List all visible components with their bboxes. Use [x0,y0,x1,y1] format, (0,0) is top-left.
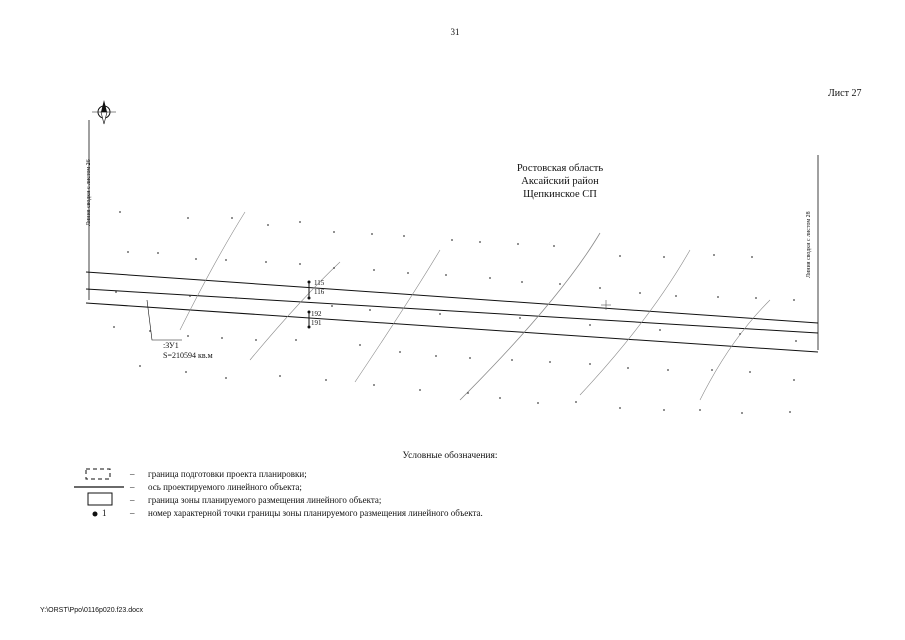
point-label-115: 115 [314,279,325,287]
legend-text: граница подготовки проекта планировки; [148,469,307,479]
legend-dash: – [130,482,135,492]
region-district: Аксайский район [521,176,599,187]
point-label-116: 116 [314,288,325,296]
legend-title: Условные обозначения: [402,451,498,461]
legend-dash: – [130,469,135,479]
legend-dash: – [130,508,135,518]
contour-line [354,249,441,383]
contour-line [179,211,246,331]
region-label: Ростовская область Аксайский район Щепки… [505,162,615,201]
legend-text: граница зоны планируемого размещения лин… [148,495,382,505]
legend-dash: – [130,495,135,505]
point-label-191: 191 [311,319,322,327]
cross-marker [601,300,611,310]
legend-item: 1 – номер характерной точки границы зоны… [70,508,670,522]
match-line-left-label: Линия сводки с листом 26 [86,159,92,226]
zone-boundary-top [85,271,819,324]
legend-solid-rect [87,492,113,506]
contour-line [579,249,691,396]
legend-dashed-rect [85,468,111,480]
legend-item: – ось проектируемого линейного объекта; [70,482,670,496]
legend-point-number: 1 [102,508,107,518]
footer-file-path: Y:\ORST\Ppo\0116p020.f23.docx [40,607,143,614]
parcel-area: S=210594 кв.м [163,351,213,360]
sheet-label: Лист 27 [828,88,862,99]
legend-item: – граница подготовки проекта планировки; [70,469,670,483]
legend-text: номер характерной точки границы зоны пла… [148,508,483,518]
legend-point-dot [92,511,98,517]
contour-line [249,261,341,361]
north-arrow-icon [92,100,116,125]
survey-points [113,211,797,414]
contour-line [699,299,771,401]
parcel-leader [146,299,182,341]
match-line-right-label: Линия сводки с листом 28 [806,211,812,278]
point-label-192: 192 [311,310,322,318]
contour-line [459,232,601,401]
parcel-id: :ЗУ1 [163,341,179,350]
legend-item: – граница зоны планируемого размещения л… [70,495,670,509]
zone-boundary-bottom [85,302,819,353]
page-number: 31 [450,27,460,37]
region-settlement: Щепкинское СП [523,189,597,200]
region-oblast: Ростовская область [516,163,604,174]
axis-line [85,288,819,334]
legend-text: ось проектируемого линейного объекта; [148,482,302,492]
